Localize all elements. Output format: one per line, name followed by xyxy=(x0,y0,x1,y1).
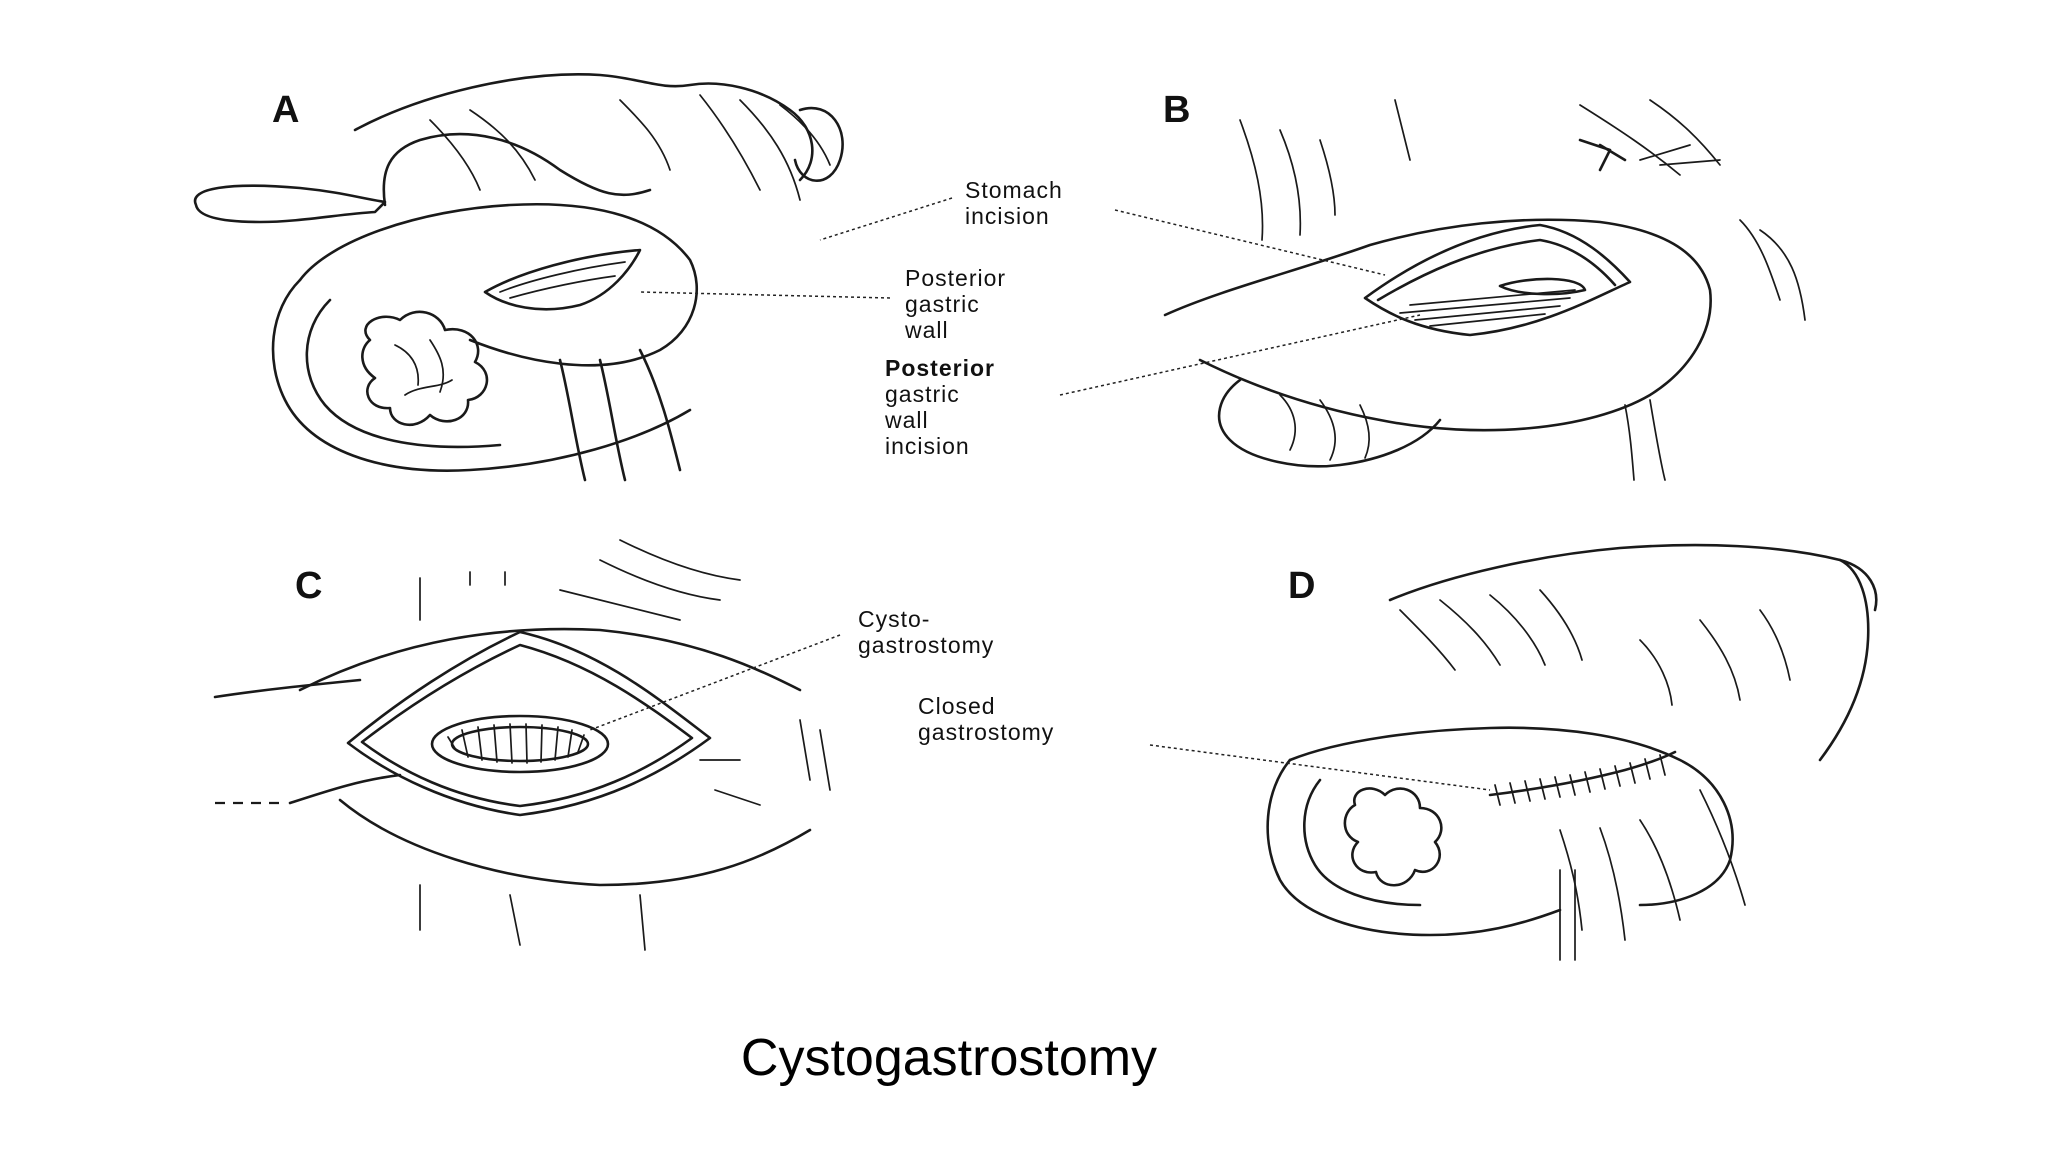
label-posterior-gastric-wall-line1: Posterior xyxy=(905,265,1006,291)
vascular-arcade-a xyxy=(619,94,831,201)
omentum-lines-a xyxy=(429,109,536,191)
label-closed-gastrostomy-line1: Closed xyxy=(918,693,996,719)
upper-lines-b xyxy=(1579,99,1721,176)
posterior-wall-hatch-b xyxy=(1399,289,1576,327)
stomach-body-a xyxy=(298,203,698,367)
closed-gastrostomy-line-d xyxy=(1488,750,1677,797)
omentum-lines-d xyxy=(1399,589,1583,671)
label-closed-gastrostomy: Closed gastrostomy xyxy=(918,693,1054,745)
label-pgwi-line2: gastric xyxy=(885,381,960,407)
label-posterior-gastric-wall: Posterior gastric wall xyxy=(904,265,1006,343)
label-cystogastrostomy-line1: Cysto- xyxy=(858,606,930,632)
retractor-ticks-c xyxy=(419,571,506,621)
anastomosis-sutures-c xyxy=(447,723,585,764)
vessel-trunk-d xyxy=(1559,869,1576,961)
gastric-folds-c xyxy=(213,678,402,805)
slide-caption: Cystogastrostomy xyxy=(740,1029,1158,1087)
label-cystogastrostomy-line2: gastrostomy xyxy=(858,632,994,658)
panel-b: B xyxy=(1163,89,1806,481)
stomach-incision-a xyxy=(483,248,642,311)
label-stomach-incision-line1: Stomach xyxy=(965,177,1063,203)
leader-posterior-gastric-wall xyxy=(639,291,891,299)
stomach-upper-d xyxy=(1388,543,1878,612)
label-posterior-gastric-wall-line3: wall xyxy=(904,317,949,343)
panel-a: A xyxy=(193,73,844,482)
leader-closed-gastrostomy xyxy=(1149,744,1491,791)
clamp-b xyxy=(1578,138,1627,172)
label-closed-gastrostomy-line2: gastrostomy xyxy=(918,719,1054,745)
stomach-upper-contour-a xyxy=(353,73,814,182)
label-stomach-incision-line2: incision xyxy=(965,203,1050,229)
dangling-lines-c xyxy=(419,884,646,951)
label-posterior-gastric-wall-line2: gastric xyxy=(905,291,980,317)
organ-loop-a xyxy=(193,184,387,224)
label-posterior-gastric-wall-incision: Posterior gastric wall incision xyxy=(884,355,995,459)
label-pgwi-line4: incision xyxy=(885,433,970,459)
pancreas-head-a xyxy=(361,310,489,426)
posterior-wall-a xyxy=(499,261,626,299)
vessels-d xyxy=(1559,789,1746,941)
stomach-upper-c xyxy=(298,627,802,692)
pancreas-head-d xyxy=(1343,787,1443,887)
fundus-ring-a xyxy=(793,106,844,182)
duodenal-loop-inner-a xyxy=(305,298,502,449)
upper-lines-c xyxy=(559,539,741,621)
duodenal-loop-inner-d xyxy=(1303,778,1422,907)
leader-stomach-incision xyxy=(819,197,1386,276)
leader-cystogastrostomy xyxy=(589,634,841,731)
stomach-lower-c xyxy=(338,798,812,887)
duodenal-loop-outer-a xyxy=(271,278,692,472)
vessels-b xyxy=(1624,144,1806,481)
pancreas-texture-a xyxy=(394,339,453,396)
vessels-a xyxy=(558,348,682,482)
pancreas-b xyxy=(1217,378,1442,468)
label-pgwi-line1: Posterior xyxy=(885,355,995,381)
pancreas-texture-b xyxy=(1279,394,1370,461)
stomach-outline-b xyxy=(1163,218,1712,432)
stomach-fold-a xyxy=(382,132,652,207)
stomach-body-d xyxy=(1288,726,1734,907)
label-pgwi-line3: wall xyxy=(884,407,929,433)
fundus-lines-d xyxy=(1639,609,1791,706)
leader-posterior-gastric-wall-incision xyxy=(1059,314,1421,396)
panel-b-letter: B xyxy=(1163,89,1190,131)
panel-c-letter: C xyxy=(295,565,322,607)
panel-d: D xyxy=(1266,543,1878,961)
posterior-incision-slit-b xyxy=(1498,277,1587,296)
label-stomach-incision: Stomach incision xyxy=(965,177,1063,229)
panel-c: C xyxy=(213,539,831,951)
gastrostomy-sutures-d xyxy=(1494,754,1666,806)
panel-a-letter: A xyxy=(272,89,299,131)
surface-lines-b xyxy=(1239,99,1411,241)
gastrotomy-inner-rim-c xyxy=(360,643,694,808)
vessels-c xyxy=(699,719,831,806)
anastomosis-outer-c xyxy=(430,714,610,774)
incision-inner-rim-b xyxy=(1376,238,1617,302)
panel-d-letter: D xyxy=(1288,565,1315,607)
label-cystogastrostomy: Cysto- gastrostomy xyxy=(858,606,994,658)
fundus-contour-d xyxy=(1818,558,1870,762)
stomach-incision-b xyxy=(1363,223,1632,337)
duodenal-loop-d xyxy=(1266,758,1562,937)
gastrotomy-opening-c xyxy=(346,630,712,817)
